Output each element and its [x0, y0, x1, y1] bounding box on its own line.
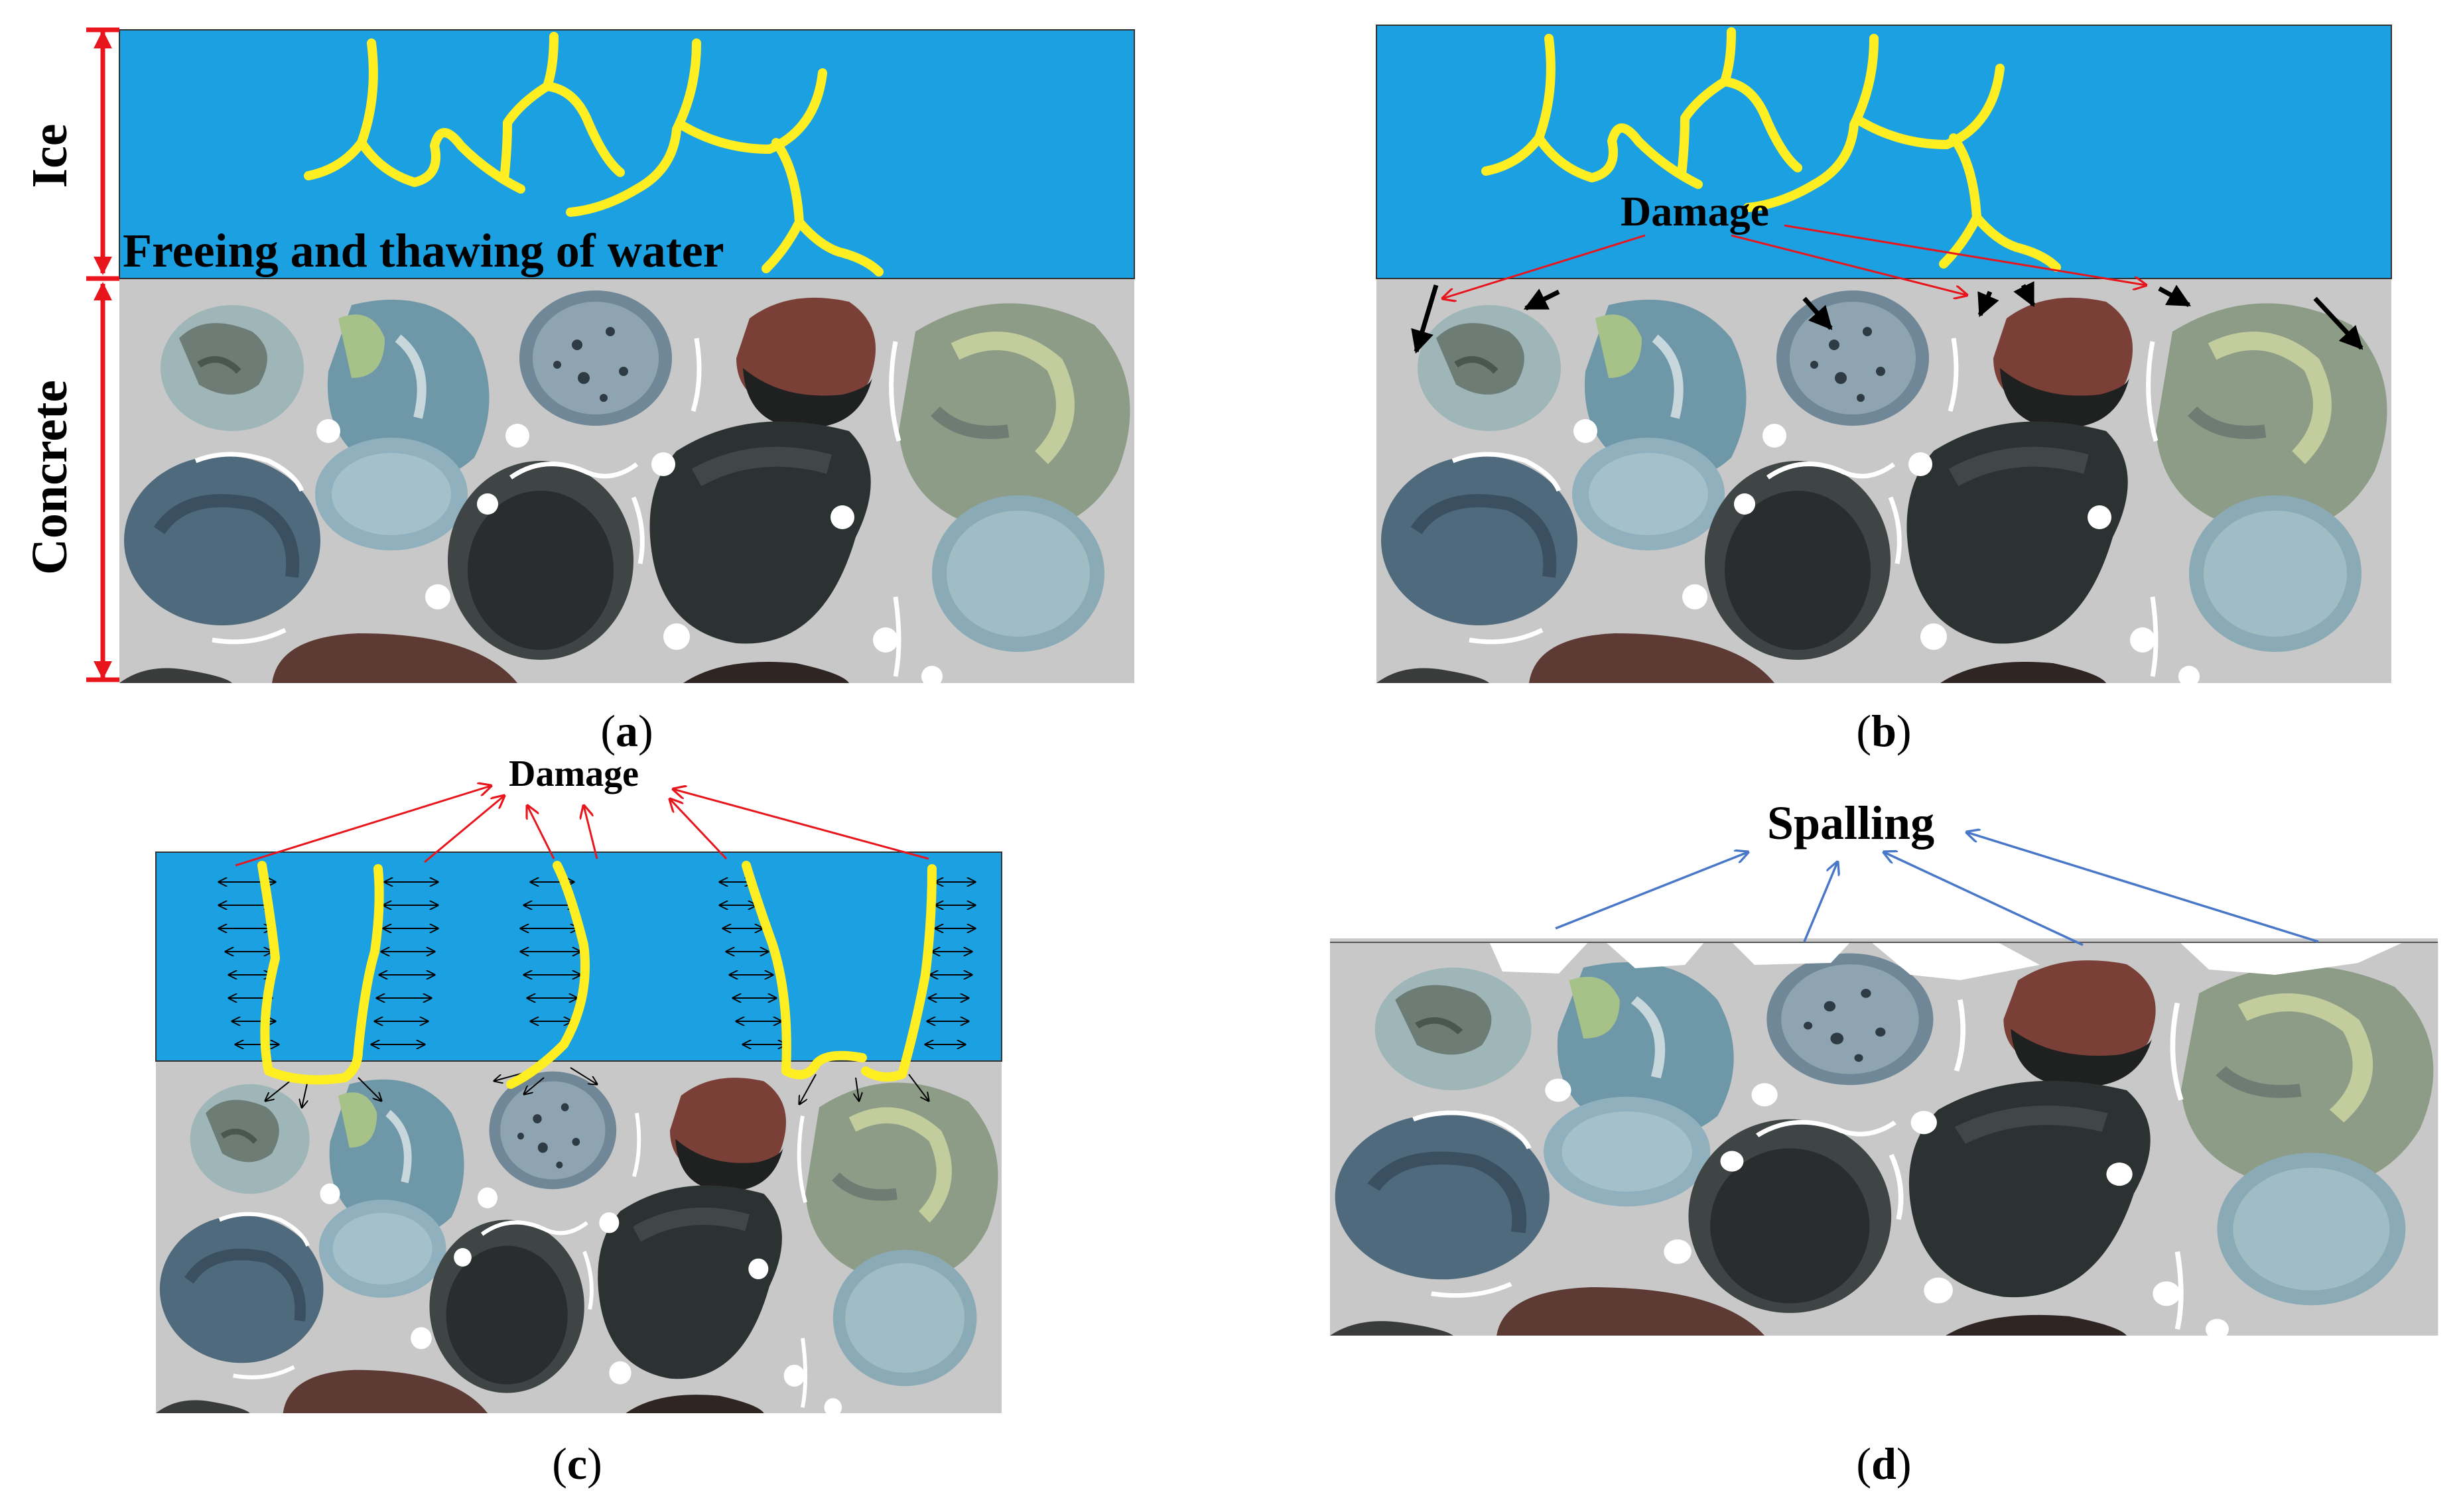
pressure-arrows [1411, 281, 2363, 354]
concrete-layer [119, 279, 1134, 687]
concrete-label: Concrete [22, 380, 78, 575]
caption-b: (b) [1856, 706, 1911, 756]
damage-pointers [1443, 224, 2146, 298]
panel-d: Spalling (d) [1330, 796, 2438, 1489]
process-text: Freeing and thawing of water [123, 224, 724, 277]
panel-a: Ice Concrete Freeing and thawing of wate… [22, 27, 1135, 756]
ice-layer [155, 851, 1002, 1062]
lateral-pressure-arrows [219, 882, 975, 1107]
concrete-layer [1330, 942, 2438, 1340]
caption-d: (d) [1856, 1438, 1911, 1489]
dimension-lines [86, 27, 119, 682]
panel-b: Damage (b) [1376, 25, 2391, 756]
concrete-layer [1376, 279, 2391, 687]
concrete-layer [156, 1061, 1002, 1417]
damage-label: Damage [1621, 188, 1769, 235]
damage-label: Damage [509, 753, 639, 794]
panel-c: Damage (c) [156, 753, 1002, 1489]
widened-cracks [257, 861, 937, 1089]
ice-layer [119, 29, 1135, 279]
spalling-label: Spalling [1767, 796, 1934, 850]
ice-label: Ice [22, 123, 78, 188]
damage-pointers [235, 786, 929, 867]
caption-c: (c) [552, 1438, 602, 1489]
caption-a: (a) [600, 706, 653, 756]
spalling-pointers [1555, 832, 2319, 946]
spalled-surface [1489, 942, 2405, 980]
